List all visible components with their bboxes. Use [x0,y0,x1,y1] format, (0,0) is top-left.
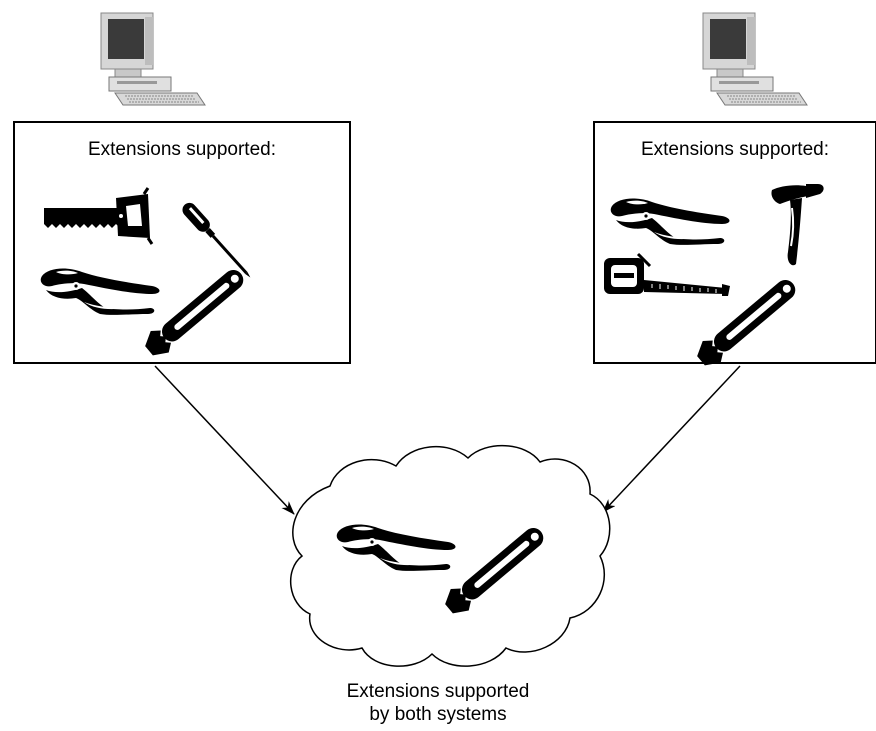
left-computer-icon [100,12,206,106]
shared-caption-line-1: Extensions supported [346,681,530,702]
pliers-icon [610,198,730,245]
hammer-icon [770,183,825,267]
shared-caption-line-2: by both systems [369,704,507,725]
shared-caption: Extensions supported by both systems [288,680,588,726]
pliers-icon [40,268,160,315]
right-system-panel [593,121,876,364]
right-arrow [602,365,741,513]
left-arrow [154,365,295,515]
saw-icon [42,186,154,246]
shared-extensions-cloud [289,445,611,667]
right-panel-title: Extensions supported: [640,139,829,160]
right-computer-icon [702,12,808,106]
left-panel-title: Extensions supported: [87,139,276,160]
left-system-panel [13,121,351,364]
tape-measure-icon [602,252,732,298]
wrench-icon [140,262,250,362]
screwdriver-icon [179,200,256,283]
